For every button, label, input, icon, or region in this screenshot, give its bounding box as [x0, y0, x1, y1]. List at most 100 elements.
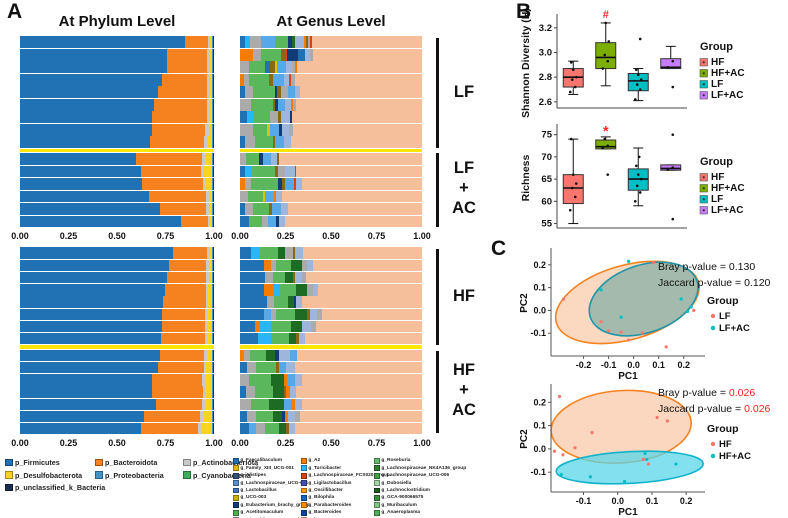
stacked-bar-row [240, 48, 422, 61]
scatter-point-LF [627, 338, 631, 342]
group-bracket-line [436, 351, 439, 433]
bar-segment [20, 215, 182, 228]
y-tick-label: 0.1 [533, 283, 546, 293]
bar-segment [256, 361, 277, 374]
legend-swatch-dot [702, 198, 705, 201]
bar-segment [246, 153, 260, 165]
bar-segment [277, 61, 287, 74]
legend-swatch [233, 487, 239, 494]
data-point [571, 173, 575, 176]
bar-segment [204, 165, 213, 178]
bar-segment [161, 320, 206, 333]
legend-swatch [374, 509, 380, 516]
stacked-bar-row [240, 308, 422, 320]
outlier-point [638, 37, 642, 41]
y-tick-label: 0.1 [533, 421, 546, 431]
x-tick-label: 0.50 [108, 231, 126, 241]
stacked-bar-row [240, 165, 422, 178]
confidence-ellipse [555, 450, 704, 485]
data-point [570, 78, 574, 81]
y-tick-label: 3.0 [539, 48, 552, 59]
bar-segment [245, 203, 253, 215]
bar-segment [272, 386, 284, 398]
bar-segment [276, 190, 282, 203]
bar-segment [295, 271, 302, 284]
bar-segment [240, 333, 259, 345]
bar-segment [240, 386, 247, 398]
bar-segment [212, 398, 213, 410]
panel-a-label: A [7, 0, 23, 23]
legend-item: g_Muribaculum [374, 502, 466, 509]
bar-segment [240, 247, 251, 259]
data-point [671, 166, 675, 169]
legend-label: LF+AC [711, 90, 744, 101]
legend-label: p_Desulfobacterota [15, 470, 83, 480]
bar-segment [240, 374, 250, 386]
bar-segment [208, 136, 213, 149]
bar-segment [212, 203, 214, 215]
y-axis-title: PC2 [519, 293, 530, 313]
data-point [574, 75, 578, 79]
bar-segment [275, 136, 284, 149]
data-point [573, 195, 577, 199]
bar-segment [276, 361, 280, 374]
genus-stacked-barchart-top [240, 36, 422, 228]
y-tick-label: 65 [541, 174, 552, 185]
bar-segment [278, 98, 286, 111]
legend-swatch-dot [702, 94, 705, 97]
group-label-line: HF [453, 287, 475, 305]
stacked-bar-row [240, 111, 422, 124]
box-LF+AC [660, 58, 682, 70]
bar-segment-other [311, 36, 422, 49]
bar-segment [212, 61, 213, 74]
y-tick-label: 3.2 [539, 23, 552, 34]
bar-segment [209, 215, 213, 228]
legend-item: p_unclassified_k_Bacteria [5, 483, 105, 492]
bar-segment [240, 73, 244, 86]
bar-segment [265, 271, 273, 284]
panel-b-label: B [516, 0, 532, 23]
bar-segment [244, 165, 252, 178]
bar-segment [136, 153, 203, 165]
bar-segment [209, 111, 213, 124]
bar-segment [205, 308, 209, 320]
bar-segment [208, 284, 213, 296]
bar-segment [173, 247, 208, 259]
panel-c-label: C [491, 237, 507, 260]
bar-segment [240, 398, 251, 410]
bar-segment [283, 386, 287, 398]
bar-segment [262, 153, 271, 165]
bar-segment [310, 36, 312, 49]
bar-segment [279, 361, 287, 374]
bar-segment [298, 48, 306, 61]
legend-swatch [301, 502, 307, 509]
bar-segment-other [290, 136, 422, 149]
bar-segment [260, 36, 276, 49]
bar-segment-other [316, 320, 422, 333]
x-tick-label: 1.00 [413, 231, 431, 241]
stacked-bar-row [20, 48, 214, 61]
legend-label: LF [711, 194, 723, 205]
bar-segment [272, 410, 282, 423]
stacked-bar-row [240, 86, 422, 99]
bar-segment [290, 73, 295, 86]
data-point [633, 98, 637, 101]
bar-segment [208, 123, 213, 136]
bar-segment [296, 333, 300, 345]
bar-segment [310, 48, 313, 61]
bar-segment [291, 61, 296, 74]
bar-segment [212, 333, 213, 345]
stacked-bar-row [20, 284, 214, 296]
stacked-bar-row [20, 153, 214, 165]
bar-segment [212, 36, 213, 49]
x-tick-label: 0.50 [108, 438, 126, 448]
legend-swatch-dot [702, 83, 705, 86]
data-point [571, 68, 575, 72]
bar-segment [280, 203, 289, 215]
bar-segment [20, 247, 174, 259]
bar-segment-other [295, 361, 422, 374]
bar-segment [20, 86, 158, 99]
bar-segment [202, 386, 206, 398]
bar-segment [285, 271, 293, 284]
